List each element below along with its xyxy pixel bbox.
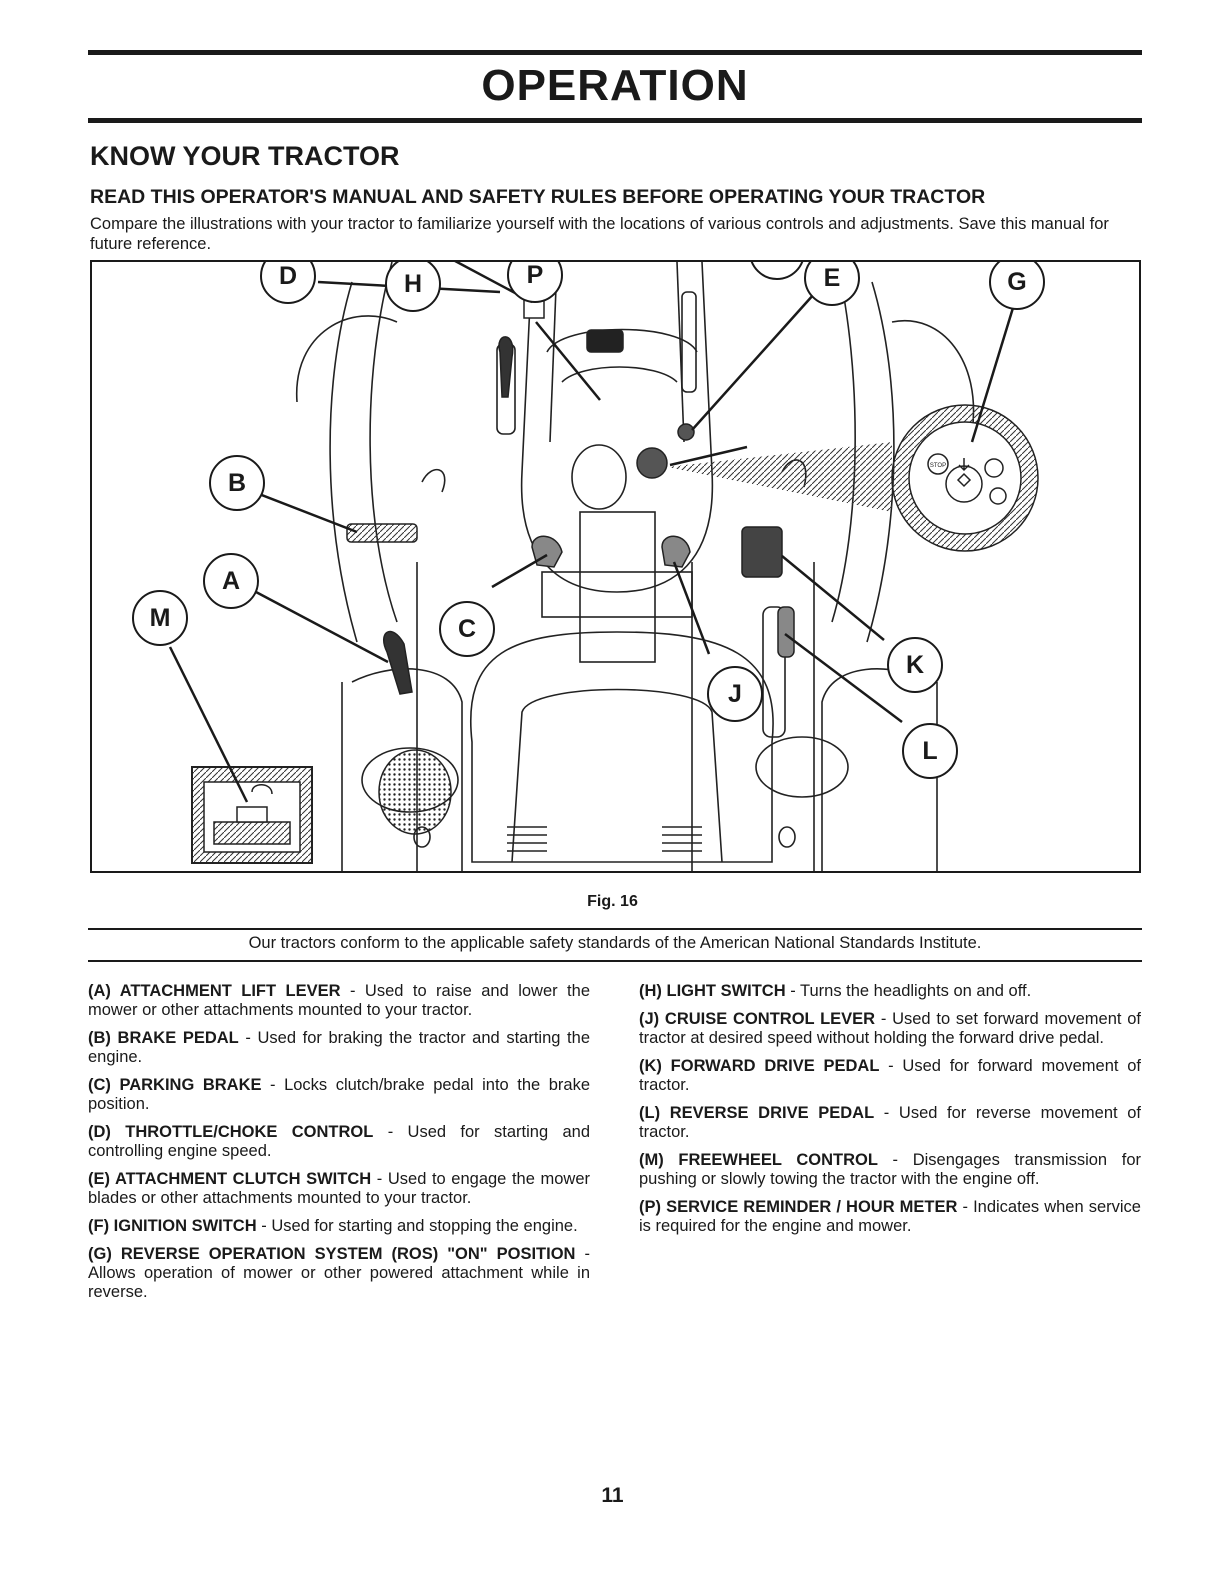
callout-k: K	[887, 637, 943, 693]
left-description-column: (A) ATTACHMENT LIFT LEVER - Used to rais…	[88, 982, 590, 1311]
item-a: (A) ATTACHMENT LIFT LEVER - Used to rais…	[88, 982, 590, 1019]
callout-j: J	[707, 666, 763, 722]
right-description-column: (H) LIGHT SWITCH - Turns the headlights …	[639, 982, 1141, 1245]
item-f: (F) IGNITION SWITCH - Used for starting …	[88, 1217, 578, 1235]
standards-note: Our tractors conform to the applicable s…	[248, 934, 982, 952]
callout-h: H	[385, 262, 441, 312]
item-h: (H) LIGHT SWITCH - Turns the headlights …	[639, 982, 1032, 1000]
item-l: (L) REVERSE DRIVE PEDAL - Used for rever…	[639, 1104, 1141, 1141]
top-rule	[88, 50, 1142, 55]
tractor-illustration: STOP H P G D E F B A M C K J L	[90, 260, 1141, 873]
item-b: (B) BRAKE PEDAL - Used for braking the t…	[88, 1029, 590, 1066]
callout-c: C	[439, 601, 495, 657]
intro-text: Compare the illustrations with your trac…	[90, 215, 1109, 253]
item-c: (C) PARKING BRAKE - Locks clutch/brake p…	[88, 1076, 590, 1113]
figure-caption: Fig. 16	[587, 893, 638, 910]
callout-a: A	[203, 553, 259, 609]
page-title: OPERATION	[481, 61, 749, 110]
callout-m: M	[132, 590, 188, 646]
standards-bottom-rule	[88, 960, 1142, 962]
item-j: (J) CRUISE CONTROL LEVER - Used to set f…	[639, 1010, 1141, 1047]
item-d: (D) THROTTLE/CHOKE CONTROL - Used for st…	[88, 1123, 590, 1160]
standards-top-rule	[88, 928, 1142, 930]
item-m: (M) FREEWHEEL CONTROL - Disengages trans…	[639, 1151, 1142, 1188]
tractor-drawing: STOP	[168, 262, 1039, 871]
callout-l: L	[902, 723, 958, 779]
title-underline-rule	[88, 118, 1142, 123]
ignition-key-label: STOP	[930, 463, 946, 469]
item-g: (G) REVERSE OPERATION SYSTEM (ROS) "ON" …	[88, 1245, 590, 1301]
callout-e: E	[804, 262, 860, 306]
sub-title: READ THIS OPERATOR'S MANUAL AND SAFETY R…	[90, 186, 986, 208]
section-title: KNOW YOUR TRACTOR	[90, 141, 400, 171]
callout-b: B	[209, 455, 265, 511]
item-e: (E) ATTACHMENT CLUTCH SWITCH - Used to e…	[88, 1170, 590, 1207]
item-k: (K) FORWARD DRIVE PEDAL - Used for forwa…	[639, 1057, 1141, 1094]
item-p: (P) SERVICE REMINDER / HOUR METER - Indi…	[639, 1198, 1141, 1235]
callout-g: G	[989, 262, 1045, 310]
page-number: 11	[601, 1484, 624, 1507]
